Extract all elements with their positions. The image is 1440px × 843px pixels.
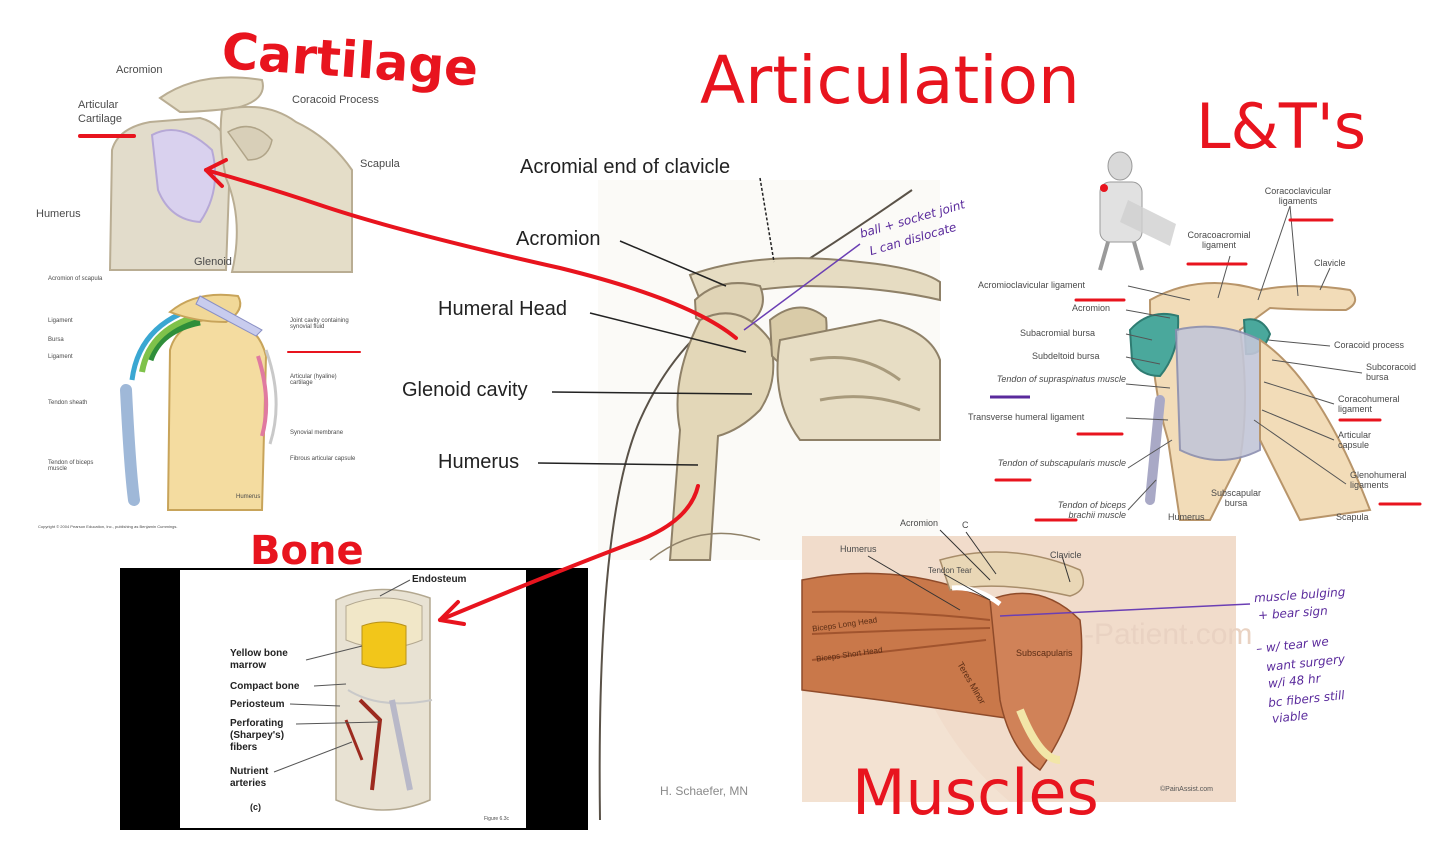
label-perforating-fibers: Perforating (Sharpey's) fibers [230, 718, 285, 753]
label-glenoid: Glenoid [194, 256, 232, 268]
label-yellow-bone-marrow: Yellow bone marrow [230, 648, 288, 671]
label-coracoclavicular-ligaments: Coracoclavicular ligaments [1264, 186, 1332, 206]
label-tendon-supraspinatus: Tendon of supraspinatus muscle [996, 374, 1126, 384]
label-acromioclavicular-ligament: Acromioclavicular ligament [978, 280, 1086, 290]
label-c: (c) [250, 802, 261, 812]
label-tendon-tear: Tendon Tear [928, 566, 972, 575]
label-acromion-muscle: Acromion [900, 518, 939, 528]
label-ligament-2: Ligament [48, 354, 73, 360]
label-subacromial-bursa: Subacromial bursa [1020, 328, 1096, 338]
label-acromion-of-scapula: Acromion of scapula [48, 276, 103, 282]
label-transverse-humeral-ligament: Transverse humeral ligament [968, 412, 1085, 422]
label-articular-hyaline-cartilage: Articular (hyaline) cartilage [290, 374, 337, 386]
watermark: -Patient.com [1084, 618, 1253, 651]
label-glenoid-cavity: Glenoid cavity [402, 379, 528, 401]
label-subdeltoid-bursa: Subdeltoid bursa [1032, 351, 1100, 361]
image-credit: ©PainAssist.com [1160, 786, 1214, 793]
label-c-muscle: C [962, 520, 969, 530]
label-subcoracoid-bursa: Subcoracoid bursa [1366, 362, 1417, 382]
figure-number: Figure 6.3c [484, 816, 510, 822]
label-scapula-lt: Scapula [1336, 512, 1369, 522]
label-clavicle: Clavicle [1314, 258, 1346, 268]
shoulder-articulation-illustration [537, 177, 941, 821]
label-compact-bone: Compact bone [230, 681, 300, 692]
label-tendon-subscapularis: Tendon of subscapularis muscle [997, 458, 1126, 468]
heading-bone: Bone [250, 528, 364, 574]
label-humeral-head: Humeral Head [438, 298, 567, 320]
label-coracoid-process: Coracoid Process [292, 94, 379, 106]
label-acromial-end-of-clavicle: Acromial end of clavicle [520, 156, 731, 178]
label-tendon-sheath: Tendon sheath [48, 400, 88, 406]
label-periosteum: Periosteum [230, 699, 285, 710]
label-endosteum: Endosteum [412, 574, 467, 585]
heading-muscles: Muscles [852, 756, 1099, 829]
rotator-cuff-muscle-illustration [801, 529, 1251, 802]
label-glenohumeral-ligaments: Glenohumeral ligaments [1350, 470, 1407, 490]
label-tendon-of-biceps: Tendon of biceps muscle [48, 460, 94, 472]
cartilage-illustration [106, 62, 356, 274]
red-ink-annotations [78, 134, 1422, 626]
copyright-note: Copyright © 2004 Pearson Education, Inc.… [38, 524, 178, 529]
label-humerus-lt: Humerus [1168, 512, 1205, 522]
label-clavicle-muscle: Clavicle [1050, 550, 1082, 560]
author-credit: H. Schaefer, MN [660, 784, 749, 798]
label-acromion-lt: Acromion [1072, 303, 1111, 313]
arrow-to-bone [438, 484, 700, 622]
label-subscapularis: Subscapularis [1016, 648, 1073, 658]
label-articular-capsule: Articular capsule [1338, 430, 1372, 450]
label-coracoid-process-lt: Coracoid process [1334, 340, 1405, 350]
label-synovial-membrane: Synovial membrane [290, 430, 344, 436]
long-bone-illustration [120, 568, 588, 830]
label-articular-cartilage: Articular Cartilage [78, 99, 123, 125]
label-acromion: Acromion [116, 64, 163, 76]
label-fibrous-capsule: Fibrous articular capsule [290, 456, 356, 462]
heading-lt: L&T's [1196, 90, 1367, 163]
label-joint-cavity: Joint cavity containing synovial fluid [290, 318, 349, 330]
label-humerus: Humerus [36, 208, 81, 220]
label-bursa: Bursa [48, 337, 64, 343]
heading-articulation: Articulation [700, 42, 1080, 119]
label-nutrient-arteries: Nutrient arteries [230, 766, 269, 789]
arrow-to-cartilage [204, 168, 738, 340]
synovial-joint-diagram [120, 293, 278, 511]
label-humerus-small: Humerus [236, 494, 261, 500]
label-humerus-center: Humerus [438, 451, 520, 473]
label-coracohumeral-ligament: Coracohumeral ligament [1338, 394, 1400, 414]
label-humerus-muscle: Humerus [840, 544, 877, 554]
label-tendon-biceps: Tendon of biceps brachii muscle [1057, 500, 1126, 520]
label-coracoacromial-ligament: Coracoacromial ligament [1187, 230, 1251, 250]
label-acromion-center: Acromion [516, 228, 601, 250]
shoulder-ligaments-tendons-illustration [1075, 150, 1372, 522]
label-scapula: Scapula [360, 158, 400, 170]
label-subscapular-bursa: Subscapular bursa [1210, 488, 1262, 508]
label-ligament-1: Ligament [48, 318, 73, 324]
